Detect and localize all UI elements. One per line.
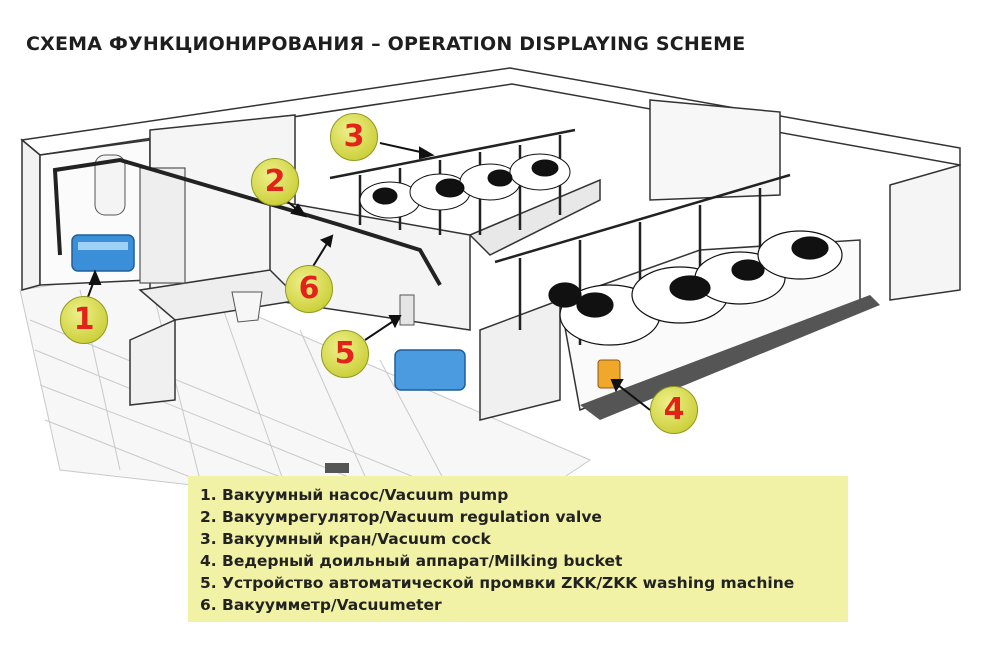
legend-number: 2.	[200, 508, 217, 526]
walls	[20, 67, 961, 421]
legend-text: Вакуумрегулятор/Vacuum regulation valve	[222, 508, 602, 526]
badge-5-washing-machine: 5	[321, 330, 369, 378]
legend-number: 5.	[200, 574, 217, 592]
legend-text: Устройство автоматической промвки ZKK/ZK…	[222, 574, 795, 592]
legend-text: Ведерный доильный аппарат/Milking bucket	[222, 552, 623, 570]
legend-box: 1. Вакуумный насос/Vacuum pump 2. Вакуумре…	[188, 476, 848, 622]
sink	[231, 291, 263, 323]
badge-number: 5	[334, 336, 356, 371]
badge-2-vacuum-regulation-valve: 2	[251, 158, 299, 206]
legend-number: 6.	[200, 596, 217, 614]
legend-number: 1.	[200, 486, 217, 504]
pointer-arrows	[84, 142, 651, 411]
manure-gutter	[580, 295, 880, 420]
vacuum-pump	[71, 234, 135, 272]
legend-item: 3. Вакуумный кран/Vacuum cock	[200, 528, 848, 550]
legend-item: 6. Вакуумметр/Vacuumeter	[200, 594, 848, 616]
legend-text: Вакуумный насос/Vacuum pump	[222, 486, 509, 504]
badge-number: 1	[73, 302, 95, 337]
boiler	[94, 154, 126, 216]
cows-front-row	[548, 230, 843, 346]
badge-number: 6	[298, 271, 320, 306]
legend-item: 5. Устройство автоматической промвки ZKK/…	[200, 572, 848, 594]
vacuum-pipeline	[52, 157, 442, 286]
badge-number: 3	[343, 119, 365, 154]
badge-4-milking-bucket: 4	[650, 386, 698, 434]
legend-text: Вакуумный кран/Vacuum cock	[222, 530, 491, 548]
badge-6-vacuumeter: 6	[285, 265, 333, 313]
legend-item: 2. Вакуумрегулятор/Vacuum regulation valv…	[200, 506, 848, 528]
badge-number: 2	[264, 164, 286, 199]
diagram-title: СХЕМА ФУНКЦИОНИРОВАНИЯ – OPERATION DISPL…	[26, 33, 746, 55]
legend-item: 4. Ведерный доильный аппарат/Milking buck…	[200, 550, 848, 572]
legend-item: 1. Вакуумный насос/Vacuum pump	[200, 484, 848, 506]
badge-1-vacuum-pump: 1	[60, 296, 108, 344]
cows-back-row	[359, 153, 571, 219]
legend-number: 4.	[200, 552, 217, 570]
washing-machine	[394, 294, 466, 391]
badge-3-vacuum-cock: 3	[330, 113, 378, 161]
legend-text: Вакуумметр/Vacuumeter	[222, 596, 442, 614]
badge-number: 4	[663, 392, 685, 427]
legend-number: 3.	[200, 530, 217, 548]
